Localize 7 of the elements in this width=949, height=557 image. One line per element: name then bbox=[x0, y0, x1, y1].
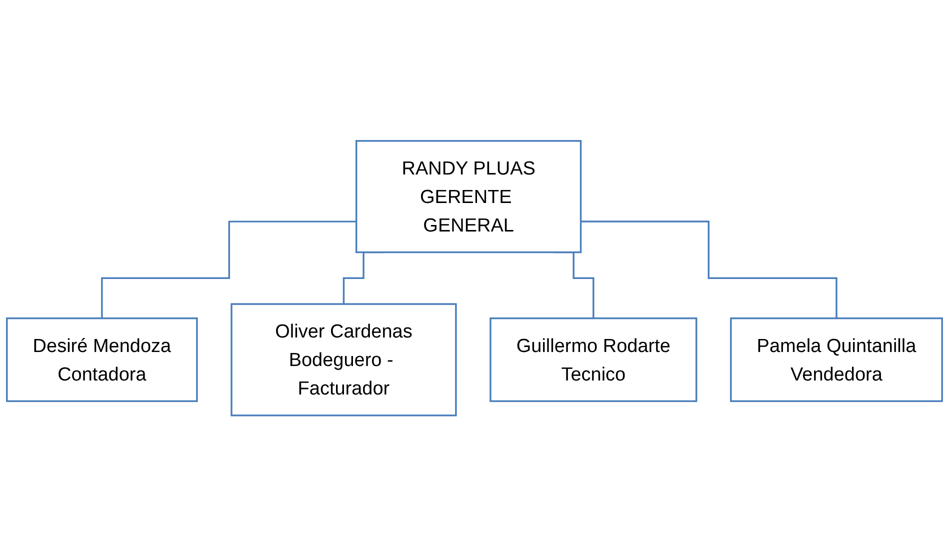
node-box: Pamela Quintanilla Vendedora bbox=[730, 318, 943, 402]
node-box: Desiré Mendoza Contadora bbox=[6, 318, 198, 402]
node-box: RANDY PLUAS GERENTE GENERAL bbox=[355, 140, 582, 254]
node-box: Oliver Cardenas Bodeguero - Facturador bbox=[230, 304, 457, 417]
node-box: Guillermo Rodarte Tecnico bbox=[490, 318, 698, 402]
connector bbox=[101, 221, 356, 320]
connector bbox=[580, 220, 838, 320]
